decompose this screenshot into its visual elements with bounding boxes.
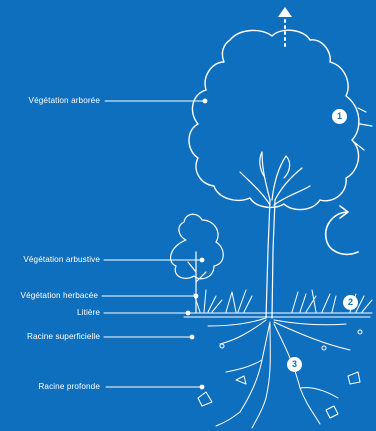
- arrow-up-icon: [278, 7, 292, 46]
- tree-trunk: [240, 152, 310, 318]
- label-vegetation-herbacee: Végétation herbacée: [0, 291, 98, 301]
- roots: [198, 318, 362, 428]
- label-vegetation-arbustive: Végétation arbustive: [0, 255, 100, 265]
- marker-1: 1: [332, 109, 347, 124]
- label-racine-superficielle: Racine superficielle: [0, 332, 100, 342]
- marker-3: 3: [287, 357, 302, 372]
- marker-2: 2: [343, 295, 358, 310]
- rotation-arrow-icon: [326, 206, 358, 254]
- litter-layer: [182, 313, 372, 317]
- label-racine-profonde: Racine profonde: [0, 382, 100, 392]
- label-vegetation-arboree: Végétation arborée: [0, 96, 100, 106]
- label-litiere: Litière: [0, 308, 100, 318]
